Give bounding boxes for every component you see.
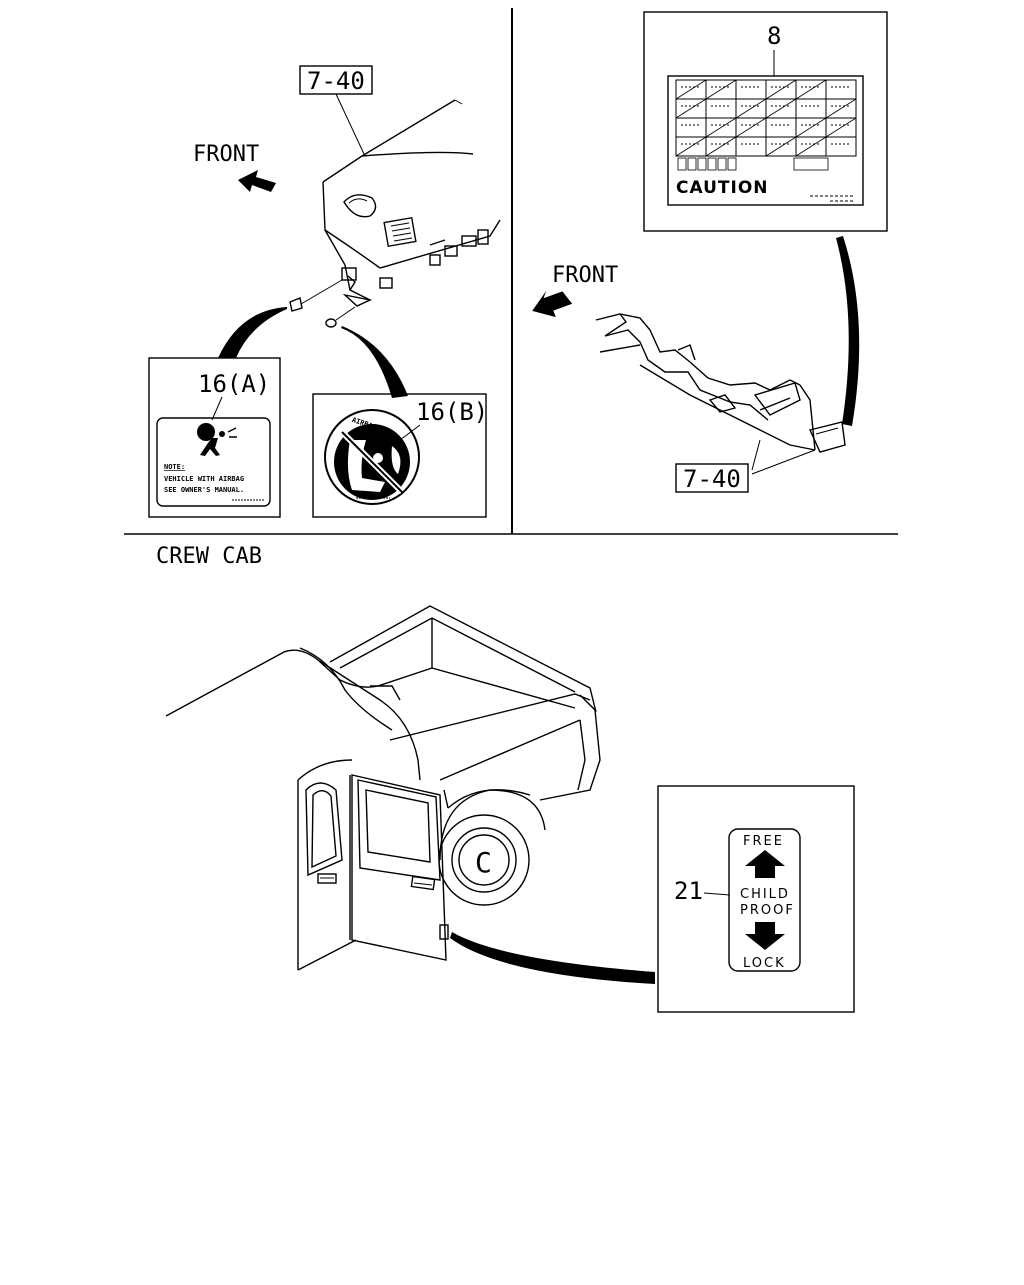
child-proof-line2: PROOF bbox=[740, 903, 795, 918]
callout-box-cover bbox=[675, 463, 749, 493]
fuse-cover-drawing bbox=[595, 313, 846, 453]
svg-text:C: C bbox=[475, 846, 492, 879]
fuse-cell-diagonal bbox=[825, 117, 857, 138]
callout-cover-text: 7-40 bbox=[683, 465, 741, 493]
front-label-fusebox: FRONT bbox=[552, 263, 618, 288]
child-proof-label-box bbox=[657, 785, 855, 1013]
child-proof-label-ref: 21 bbox=[674, 877, 703, 905]
leader-curve-crew bbox=[450, 932, 655, 984]
fuse-cell-diagonal bbox=[765, 79, 797, 100]
fuse-cell-diagonal bbox=[705, 136, 737, 157]
callout-dash-text: 7-40 bbox=[307, 67, 365, 95]
fuse-slot bbox=[697, 157, 707, 171]
airbag-icon bbox=[197, 423, 237, 456]
arrow-up-icon bbox=[745, 850, 785, 878]
fuse-grid bbox=[675, 79, 857, 171]
label-a-box bbox=[148, 357, 281, 518]
fuse-cell-diagonal bbox=[765, 98, 797, 119]
fuse-caution-label bbox=[667, 75, 864, 206]
arrow-down-icon bbox=[745, 922, 785, 950]
fuse-cell bbox=[765, 117, 797, 138]
truck-drawing: C bbox=[165, 605, 601, 971]
label-a-note-line1: VEHICLE WITH AIRBAG bbox=[164, 475, 244, 483]
child-proof-lock: LOCK bbox=[743, 956, 786, 971]
fusebox-label-ref: 8 bbox=[767, 22, 781, 50]
fuse-slot bbox=[677, 157, 687, 171]
child-proof-sticker bbox=[728, 828, 801, 972]
fusebox-label-box bbox=[643, 11, 888, 232]
fuse-cell-diagonal bbox=[795, 136, 827, 157]
fuse-slot bbox=[727, 157, 737, 171]
fuse-cell-diagonal bbox=[675, 98, 707, 119]
fuse-slot bbox=[707, 157, 717, 171]
label-a-ref: 16(A) bbox=[198, 370, 270, 398]
caution-text: CAUTION bbox=[676, 178, 769, 198]
fuse-cell bbox=[675, 117, 707, 138]
leader-curve-b bbox=[341, 326, 408, 398]
fuse-cell-diagonal bbox=[705, 79, 737, 100]
fuse-cell bbox=[825, 79, 857, 100]
callout-leader-dash bbox=[335, 93, 365, 155]
fuse-cell-diagonal bbox=[705, 117, 737, 138]
front-label-dash: FRONT bbox=[193, 142, 259, 167]
label-b-position-marker bbox=[325, 318, 337, 328]
label-b-ref: 16(B) bbox=[416, 398, 488, 426]
front-arrow-icon-2 bbox=[532, 290, 573, 318]
child-proof-line1: CHILD bbox=[740, 887, 790, 902]
fuse-cell-diagonal bbox=[735, 117, 767, 138]
crew-cab-title: CREW CAB bbox=[156, 544, 262, 569]
dash-panel: 7-40 FRONT bbox=[148, 65, 501, 518]
label-a-note-line2: SEE OWNER'S MANUAL. bbox=[164, 486, 244, 494]
fuse-cell bbox=[735, 79, 767, 100]
no-child-seat-airbag-icon bbox=[324, 409, 420, 505]
label-a-position-marker bbox=[289, 297, 303, 312]
fuse-slot-large bbox=[793, 157, 829, 171]
fuse-slot bbox=[717, 157, 727, 171]
front-arrow-icon bbox=[238, 170, 276, 192]
leader-curve-a bbox=[218, 307, 287, 358]
dashboard-drawing bbox=[322, 99, 501, 307]
fuse-cell bbox=[825, 136, 857, 157]
fuse-cell bbox=[735, 136, 767, 157]
fuse-cell-diagonal bbox=[795, 117, 827, 138]
fuse-slot bbox=[687, 157, 697, 171]
fuse-cell-diagonal bbox=[735, 98, 767, 119]
fuse-cell-diagonal bbox=[675, 136, 707, 157]
fuse-cell-diagonal bbox=[675, 79, 707, 100]
label-b-box bbox=[312, 393, 487, 518]
fuse-cell-diagonal bbox=[795, 79, 827, 100]
crew-cab-panel: CREW CAB bbox=[156, 544, 855, 1013]
fuse-cell-diagonal bbox=[825, 98, 857, 119]
label-a-note-title: NOTE: bbox=[164, 463, 185, 471]
airbag-warning-label bbox=[156, 417, 271, 507]
fuse-cell-diagonal bbox=[765, 136, 797, 157]
leader-curve-fusebox bbox=[836, 236, 860, 426]
child-proof-free: FREE bbox=[743, 834, 784, 849]
fuse-cell bbox=[705, 98, 737, 119]
fusebox-panel: 8 CAUTION FRONT 7-40 bbox=[532, 11, 888, 493]
fuse-cell bbox=[795, 98, 827, 119]
